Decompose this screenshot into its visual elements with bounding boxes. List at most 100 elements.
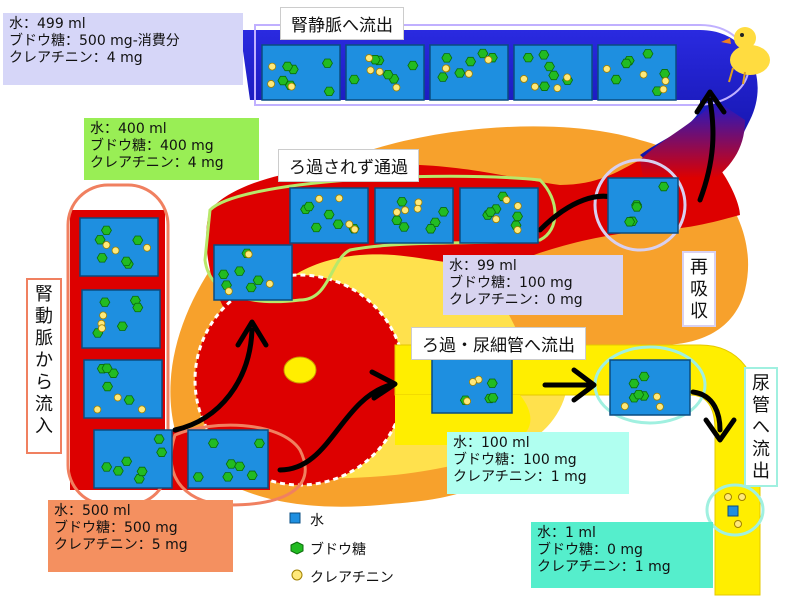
glucose-molecule (132, 302, 144, 313)
glucose-molecule (638, 371, 650, 382)
filter-title: ろ過・尿細管へ流出 (412, 328, 585, 359)
glucose-molecule (321, 58, 333, 68)
creatinine-molecule (413, 204, 422, 213)
creatinine-molecule (414, 198, 423, 207)
glucose-molecule (120, 256, 132, 267)
creatinine-molecule (620, 402, 629, 411)
creatinine-molecule (513, 202, 522, 210)
creatinine-molecule (265, 279, 274, 288)
glucose-molecule (102, 381, 114, 392)
glucose-molecule (282, 61, 294, 72)
glucose-molecule (123, 395, 135, 405)
glucose-molecule (116, 321, 128, 331)
inflow-label: 水：500 ml ブドウ糖：500 mg クレアチニン：5 mg (48, 500, 233, 572)
glucose-molecule (221, 280, 232, 290)
glucose-molecule (222, 472, 234, 482)
creatinine-molecule (98, 324, 106, 333)
glucose-molecule (477, 48, 489, 59)
creatinine-molecule (268, 62, 277, 71)
glucose-molecule (658, 181, 670, 192)
legend-water-icon (289, 512, 301, 524)
water-block (374, 187, 454, 244)
glucose-molecule (382, 69, 394, 80)
glucose-molecule (348, 74, 360, 85)
glucose-molecule (153, 434, 165, 444)
glucose-molecule (136, 466, 148, 477)
creatinine-molecule (365, 54, 373, 62)
glucose-molecule (156, 447, 168, 457)
urine-water-drop (727, 505, 739, 517)
glucose-molecule (642, 49, 654, 59)
creatinine-molecule (502, 196, 511, 204)
glucose-molecule (522, 53, 534, 63)
bypass-glucose-text: ブドウ糖：400 mg (90, 138, 214, 154)
tubule-water-text: 水：100 ml (453, 435, 530, 451)
glucose-molecule (332, 219, 344, 229)
glucose-molecule (101, 462, 113, 472)
reabsorb-water-text: 水：99 ml (449, 258, 517, 274)
urine-creatinine-molecule (734, 520, 742, 528)
bypass-creatinine-text: クレアチニン：4 mg (90, 155, 224, 171)
glucose-molecule (628, 378, 640, 389)
glucose-molecule (121, 456, 133, 467)
creatinine-molecule (392, 83, 401, 92)
ureter-title: 尿管へ流出 (744, 367, 778, 487)
creatinine-molecule (531, 82, 539, 91)
urine-creatinine-molecule (738, 493, 746, 501)
glucose-molecule (437, 72, 449, 82)
tubule-glucose-text: ブドウ糖：100 mg (453, 452, 577, 468)
glucose-molecule (112, 466, 124, 476)
creatinine-molecule (492, 215, 501, 224)
artery-title: 腎動脈から流入 (26, 278, 62, 454)
creatinine-molecule (639, 70, 648, 79)
glucose-molecule (234, 461, 246, 471)
bypass-water-text: 水：400 ml (90, 121, 167, 137)
creatinine-molecule (113, 393, 122, 402)
top-left-label: 水：499 ml ブドウ糖：500 mg-消費分 クレアチニン：4 mg (3, 13, 243, 85)
glucose-molecule (192, 472, 204, 482)
urine-creatinine-molecule (724, 493, 732, 501)
glucose-molecule (96, 253, 108, 263)
legend-water: 水 (310, 513, 324, 529)
glucose-molecule (310, 222, 322, 233)
glucose-molecule (485, 207, 496, 217)
glucose-molecule (544, 61, 555, 72)
inflow-creatinine-text: クレアチニン：5 mg (54, 537, 188, 553)
creatinine-molecule (102, 241, 111, 249)
reabsorb-title: 再吸収 (682, 251, 716, 327)
glucose-molecule (234, 266, 246, 276)
glucose-molecule (253, 438, 265, 449)
glucose-molecule (486, 378, 498, 388)
creatinine-molecule (335, 194, 344, 203)
glucose-molecule (624, 217, 636, 227)
water-block (81, 289, 161, 349)
creatinine-molecule (392, 208, 401, 217)
duck-icon (721, 27, 770, 85)
creatinine-molecule (656, 402, 664, 411)
vein-glucose-text: ブドウ糖：500 mg-消費分 (9, 33, 180, 49)
glucose-molecule (487, 393, 499, 403)
glucose-molecule (252, 275, 264, 285)
glucose-molecule (539, 81, 550, 91)
glucose-molecule (218, 269, 230, 280)
glucose-molecule (303, 201, 315, 212)
urine-creatinine-text: クレアチニン：1 mg (537, 559, 671, 575)
urine-label: 水：1 ml ブドウ糖：0 mg クレアチニン：1 mg (531, 522, 713, 588)
creatinine-molecule (602, 65, 611, 73)
glucose-molecule (396, 197, 408, 207)
glucose-molecule (391, 215, 403, 225)
creatinine-molecule (345, 220, 354, 229)
glucose-molecule (132, 235, 144, 245)
creatinine-molecule (143, 243, 151, 252)
reabsorb-glucose-text: ブドウ糖：100 mg (449, 275, 573, 291)
glucose-molecule (620, 58, 632, 69)
creatinine-molecule (513, 226, 522, 234)
legend-symbols (289, 512, 304, 581)
glucose-molecule (438, 207, 449, 217)
creatinine-molecule (99, 311, 108, 320)
creatinine-molecule (463, 397, 472, 406)
vein-creatinine-text: クレアチニン：4 mg (9, 50, 143, 66)
glucose-molecule (323, 209, 335, 220)
afferent-artery (70, 210, 270, 490)
